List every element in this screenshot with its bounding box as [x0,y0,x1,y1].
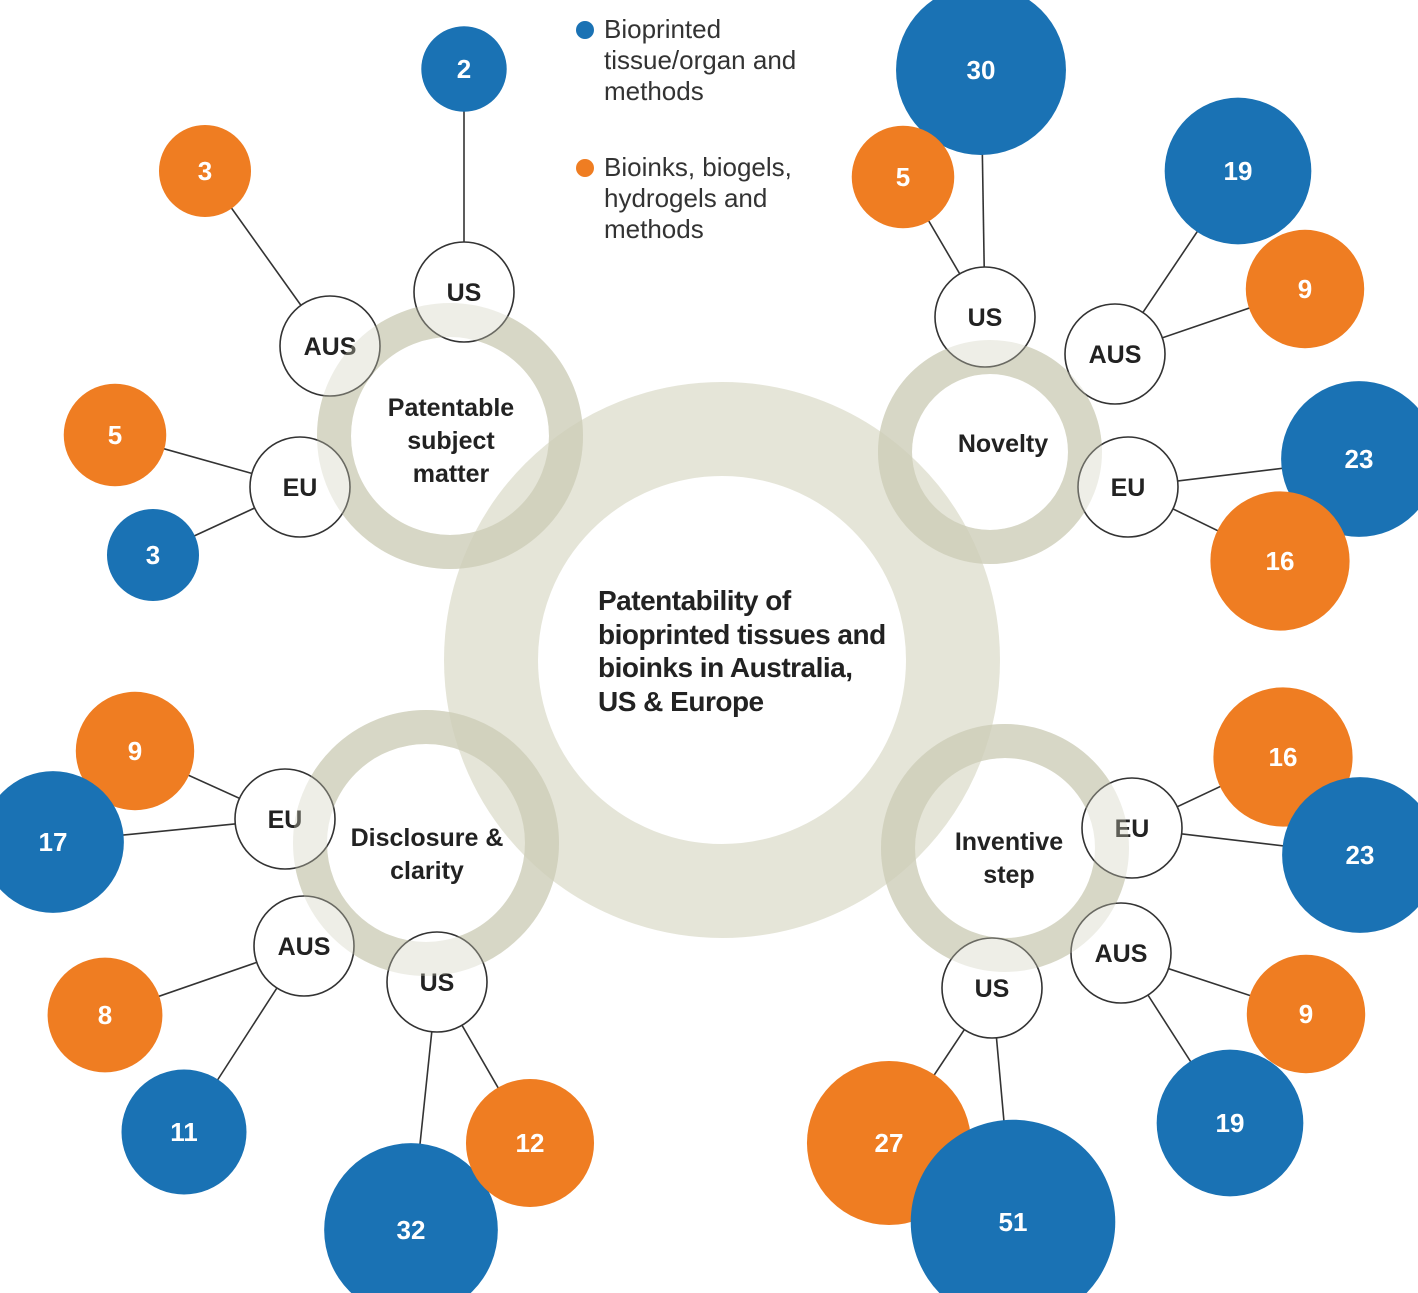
value-bubble-blue [910,1119,1116,1293]
value-label: 51 [999,1207,1028,1237]
criterion-ring-overlay-disclosure-clarity [293,710,559,976]
legend-label-bioprinted: Bioprinted tissue/organ and methods [604,14,797,106]
legend-dot-blue [576,21,594,39]
value-bubble-blue [0,771,124,913]
value-label: 30 [967,55,996,85]
value-label: 5 [108,420,122,450]
value-label: 19 [1216,1108,1245,1138]
criterion-ring-overlay-patentable-subject-matter [317,303,583,569]
value-label: 11 [170,1117,198,1147]
value-label: 9 [1299,999,1313,1029]
value-label: 5 [896,162,910,192]
center-title: Patentability of bioprinted tissues and … [598,585,886,717]
criterion-label-patentable-subject-matter: Patentable subject matter [388,394,515,488]
value-bubble-blue [1164,97,1312,245]
legend: Bioprinted tissue/organ and methods Bioi… [576,14,866,290]
value-label: 32 [397,1215,426,1245]
value-bubble-orange [851,125,955,229]
criterion-label-layer: Patentable subject matter NoveltyDisclosure… [351,394,1064,889]
value-label: 23 [1346,840,1375,870]
value-bubble-orange [63,383,167,487]
value-label: 2 [457,54,471,84]
value-label: 9 [1298,274,1312,304]
region-node-eu [249,436,351,538]
value-label: 27 [875,1128,904,1158]
region-node-label: US [420,969,455,997]
value-bubble-orange [465,1078,595,1208]
criterion-label-inventive-step: Inventive step [955,828,1063,889]
region-node-layer: US AUS EU US AUS EU EU AUS US EU AUS US [234,241,1183,1039]
region-node-label: US [975,975,1010,1003]
legend-label-bioinks: Bioinks, biogels, hydrogels and methods [604,152,792,244]
criterion-label-line: clarity [390,857,464,885]
legend-item-bioprinted: Bioprinted tissue/organ and methods [576,14,866,107]
region-node-aus [279,295,381,397]
region-node-us [413,241,515,343]
value-bubble-orange [1246,954,1366,1074]
value-bubble-orange [75,691,195,811]
criterion-label-line: Patentable [388,394,515,422]
region-node-label: AUS [304,333,357,361]
region-node-aus [1064,303,1166,405]
value-bubble-blue [106,508,200,602]
criterion-label-novelty: Novelty [958,430,1048,458]
value-bubble-blue [421,26,507,112]
region-node-aus [1070,902,1172,1004]
value-bubble-blue [121,1069,247,1195]
value-label: 17 [39,827,68,857]
criterion-label-line: step [983,861,1034,889]
value-label: 9 [128,736,142,766]
value-bubble-orange [1245,229,1365,349]
value-bubble-blue [324,1143,498,1293]
region-node-label: AUS [278,933,331,961]
region-node-us [941,937,1043,1039]
region-node-label: US [968,304,1003,332]
value-bubble-orange [47,957,163,1073]
region-node-eu [234,768,336,870]
value-label: 12 [516,1128,545,1158]
value-bubble-blue [1281,381,1418,537]
criterion-ring-overlay-novelty [878,340,1102,564]
region-node-label: EU [1111,474,1146,502]
region-node-label: EU [268,806,303,834]
legend-dot-orange [576,159,594,177]
value-label: 3 [146,540,160,570]
region-node-label: US [447,279,482,307]
value-bubble-blue [896,0,1066,155]
region-node-us [386,931,488,1033]
criterion-ring-overlay-inventive-step [881,724,1129,972]
criterion-label-line: Inventive [955,828,1063,856]
value-label: 8 [98,1000,112,1030]
criterion-label-line: matter [413,460,490,488]
center-ring [444,382,1000,938]
criterion-label-line: Disclosure & [351,824,504,852]
region-node-us [934,266,1036,368]
value-label: 3 [198,156,212,186]
legend-item-bioinks: Bioinks, biogels, hydrogels and methods [576,152,866,245]
region-node-label: EU [1115,815,1150,843]
criterion-label-disclosure-clarity: Disclosure & clarity [351,824,504,885]
region-node-label: AUS [1095,940,1148,968]
value-bubble-orange [158,124,252,218]
value-bubble-orange [1210,491,1350,631]
region-node-label: AUS [1089,341,1142,369]
value-label: 23 [1345,444,1374,474]
criterion-label-line: subject [407,427,495,455]
value-label: 16 [1269,742,1298,772]
region-node-eu [1081,777,1183,879]
value-label: 19 [1224,156,1253,186]
value-bubble-blue [1156,1049,1304,1197]
criterion-label-line: Novelty [958,430,1048,458]
value-label: 16 [1266,546,1295,576]
value-bubble-blue [1282,777,1418,933]
region-node-eu [1077,436,1179,538]
region-node-label: EU [283,474,318,502]
region-node-aus [253,895,355,997]
